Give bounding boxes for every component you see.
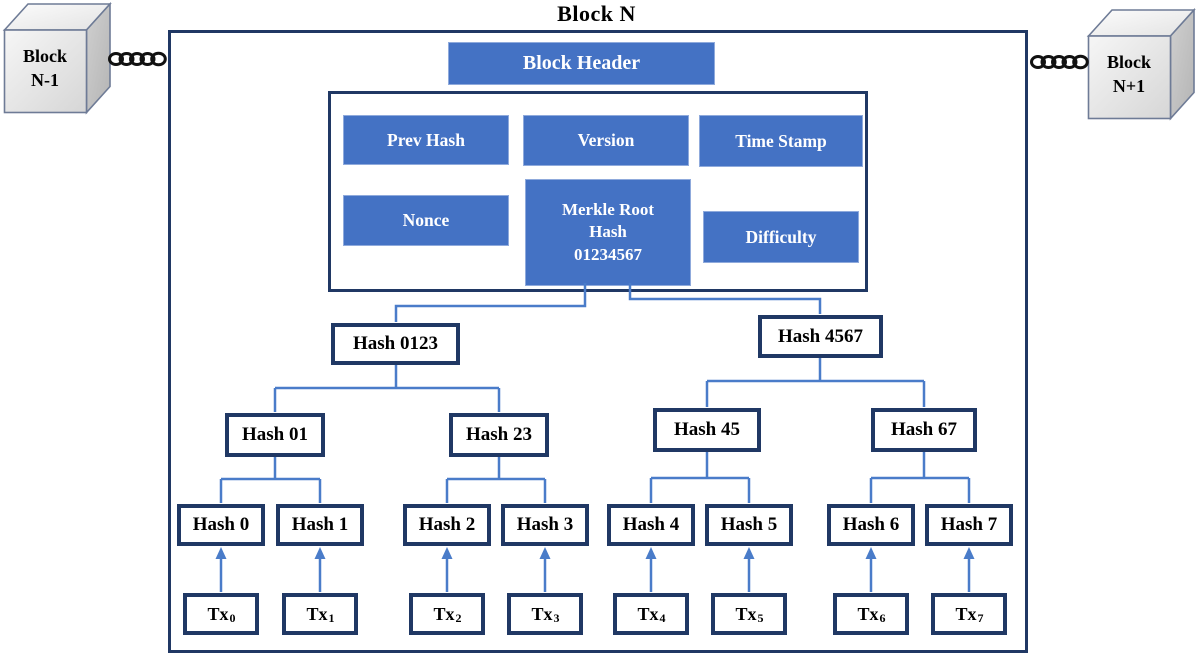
field-time-stamp-label: Time Stamp [735, 130, 827, 151]
next-block-label: Block N+1 [1088, 50, 1170, 99]
block-n-boundary [168, 30, 1028, 653]
hash-67-label: Hash 67 [891, 419, 957, 440]
hash-6-label: Hash 6 [842, 514, 900, 535]
hash-01-label: Hash 01 [242, 424, 308, 445]
tx-2-label: Tx [433, 603, 455, 624]
page-title: Block N [557, 1, 636, 26]
tx-3-label: Tx [531, 603, 553, 624]
hash-0123-node: Hash 0123 [331, 323, 460, 365]
hash-01-node: Hash 01 [225, 413, 325, 457]
block-header-bar: Block Header [448, 42, 715, 85]
prev-block-label-line2: N-1 [31, 70, 59, 91]
hash-2-label: Hash 2 [418, 514, 476, 535]
field-prev-hash: Prev Hash [343, 115, 509, 165]
hash-4567-node: Hash 4567 [758, 315, 883, 358]
hash-4567-label: Hash 4567 [778, 325, 863, 347]
header-fields-box: Prev Hash Version Time Stamp Nonce Merkl… [328, 91, 868, 292]
hash-45-label: Hash 45 [674, 419, 740, 440]
prev-block-label: Block N-1 [4, 44, 86, 93]
merkle-root-label-line1: Merkle Root [561, 200, 655, 220]
hash-45-node: Hash 45 [653, 408, 761, 452]
hash-5-label: Hash 5 [720, 514, 778, 535]
tx-7-label: Tx [955, 603, 977, 624]
prev-block-label-line1: Block [22, 46, 67, 66]
hash-23-label: Hash 23 [466, 424, 532, 445]
hash-1-node: Hash 1 [276, 504, 364, 546]
hash-67-node: Hash 67 [871, 408, 977, 452]
hash-0-label: Hash 0 [192, 514, 250, 535]
tx-4-label: Tx [637, 603, 659, 624]
field-nonce: Nonce [343, 195, 509, 246]
field-version-label: Version [577, 130, 635, 151]
hash-0-node: Hash 0 [177, 504, 265, 546]
tx-0-label: Tx [207, 603, 229, 624]
hash-2-node: Hash 2 [403, 504, 491, 546]
tx-5-label: Tx [735, 603, 757, 624]
field-nonce-label: Nonce [402, 210, 450, 231]
next-block-label-line2: N+1 [1112, 76, 1146, 97]
hash-5-node: Hash 5 [705, 504, 793, 546]
chain-link-left-icon [108, 51, 167, 67]
hash-7-node: Hash 7 [925, 504, 1013, 546]
field-prev-hash-label: Prev Hash [387, 129, 465, 150]
field-time-stamp: Time Stamp [699, 115, 863, 167]
chain-link-right-icon [1030, 54, 1089, 70]
hash-3-node: Hash 3 [501, 504, 589, 546]
field-merkle-root: Merkle Root Hash 01234567 [525, 179, 691, 286]
prev-block-cube [2, 1, 112, 115]
hash-0123-label: Hash 0123 [353, 333, 438, 354]
merkle-root-value: 01234567 [574, 244, 642, 264]
hash-4-label: Hash 4 [622, 514, 680, 535]
hash-4-node: Hash 4 [607, 504, 695, 546]
hash-23-node: Hash 23 [449, 413, 549, 457]
hash-7-label: Hash 7 [940, 514, 998, 535]
next-block-cube [1086, 7, 1196, 121]
merkle-root-label-line2: Hash [589, 222, 627, 242]
field-version: Version [523, 115, 689, 166]
tx-6-label: Tx [857, 603, 879, 624]
field-difficulty: Difficulty [703, 211, 859, 263]
next-block-label-line1: Block [1106, 52, 1151, 72]
block-header-label: Block Header [522, 52, 641, 74]
hash-3-label: Hash 3 [516, 514, 574, 535]
field-difficulty-label: Difficulty [745, 226, 817, 247]
tx-1-label: Tx [306, 603, 328, 624]
hash-1-label: Hash 1 [291, 514, 349, 535]
hash-6-node: Hash 6 [827, 504, 915, 546]
